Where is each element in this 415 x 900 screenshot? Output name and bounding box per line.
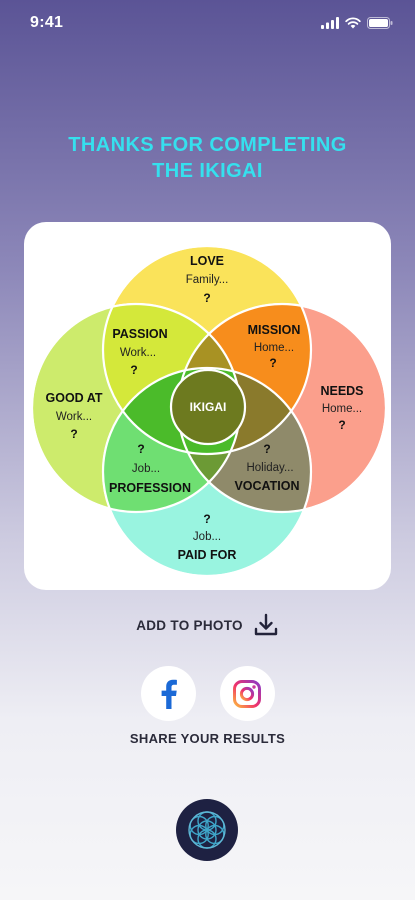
share-results-label: SHARE YOUR RESULTS xyxy=(129,731,286,746)
page-title: THANKS FOR COMPLETING THE IKIGAI xyxy=(0,132,415,184)
needs-mark: ? xyxy=(338,418,345,432)
profession-mark: ? xyxy=(137,442,144,456)
title-line-2: THE IKIGAI xyxy=(152,160,263,182)
love-mark: ? xyxy=(203,291,210,305)
ikigai-center-label: IKIGAI xyxy=(190,400,227,414)
needs-value: Home... xyxy=(322,403,362,415)
good-at-value: Work... xyxy=(56,411,92,423)
title-line-1: THANKS FOR COMPLETING xyxy=(68,134,347,156)
status-icons xyxy=(321,17,393,29)
signal-icon xyxy=(321,17,339,29)
paid-for-mark: ? xyxy=(203,512,210,526)
good-at-mark: ? xyxy=(70,427,77,441)
good-at-label: GOOD AT xyxy=(46,391,103,405)
mission-value: Home... xyxy=(254,342,294,354)
profession-label: PROFESSION xyxy=(109,481,191,495)
mission-label: MISSION xyxy=(248,323,301,337)
facebook-share-button[interactable] xyxy=(140,666,196,721)
ikigai-venn-diagram: IKIGAI LOVE Family... ? PASSION Work... … xyxy=(30,244,388,578)
facebook-icon xyxy=(161,679,177,709)
status-time: 9:41 xyxy=(30,14,64,31)
mission-mark: ? xyxy=(269,356,276,370)
top-left-bottom-overlap xyxy=(103,368,240,454)
wifi-icon xyxy=(345,17,361,29)
flower-of-life-logo xyxy=(176,799,238,861)
instagram-share-button[interactable] xyxy=(219,666,275,721)
share-buttons xyxy=(0,666,415,721)
add-to-photo-label: ADD TO PHOTO xyxy=(136,617,243,633)
paid-for-label: PAID FOR xyxy=(178,548,237,562)
flower-of-life-icon xyxy=(188,811,226,849)
add-to-photo-button[interactable]: ADD TO PHOTO xyxy=(0,612,415,638)
ikigai-center-circle xyxy=(169,368,247,446)
ikigai-card: IKIGAI LOVE Family... ? PASSION Work... … xyxy=(24,222,391,590)
instagram-icon xyxy=(233,679,261,708)
paid-for-value: Job... xyxy=(193,531,221,543)
needs-label: NEEDS xyxy=(320,384,363,398)
passion-label: PASSION xyxy=(112,327,167,341)
vocation-value: Holiday... xyxy=(246,462,293,474)
profession-value: Job... xyxy=(132,463,160,475)
top-right-bottom-overlap xyxy=(178,368,311,454)
battery-icon xyxy=(367,17,393,29)
love-value: Family... xyxy=(186,274,229,286)
passion-mark: ? xyxy=(130,363,137,377)
vocation-label: VOCATION xyxy=(234,479,299,493)
love-label: LOVE xyxy=(190,254,224,268)
passion-value: Work... xyxy=(120,347,156,359)
status-bar: 9:41 xyxy=(0,0,415,48)
download-icon xyxy=(254,613,278,636)
vocation-mark: ? xyxy=(263,442,270,456)
